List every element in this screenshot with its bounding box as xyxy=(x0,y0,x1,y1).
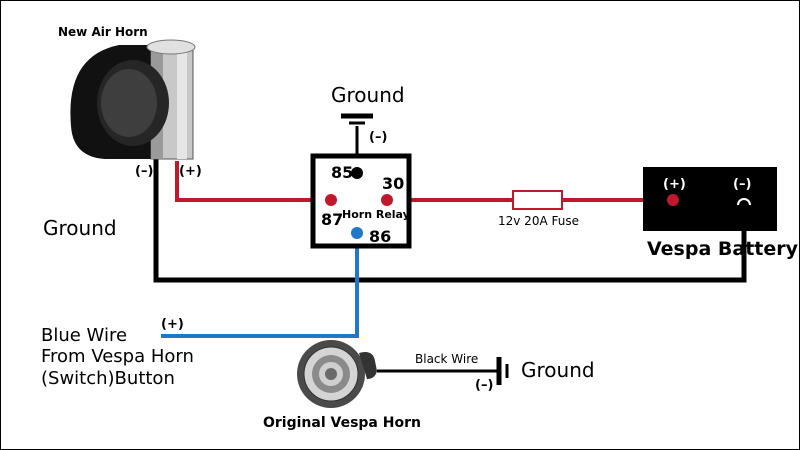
red-wire-horn-to-87 xyxy=(175,161,331,202)
battery-name-label: Vespa Battery xyxy=(647,238,799,260)
blue-wire-label-line1: Blue Wire xyxy=(41,325,127,346)
battery-icon xyxy=(643,167,777,231)
new-air-horn-icon xyxy=(70,39,196,160)
ground-top-symbol-icon xyxy=(341,113,373,125)
fuse-icon xyxy=(512,190,563,210)
ground-bottom-symbol-icon xyxy=(496,357,509,385)
horn-minus-label: (–) xyxy=(135,164,153,179)
relay-name-label: Horn Relay xyxy=(342,208,410,221)
blue-wire xyxy=(161,233,359,338)
relay-85-label: 85 xyxy=(331,163,353,182)
original-horn-icon xyxy=(297,340,377,408)
ground-wire xyxy=(153,156,747,283)
blue-wire-label-line3: (Switch)Button xyxy=(41,368,175,389)
fuse-label: 12v 20A Fuse xyxy=(498,214,579,228)
ground-bottom-label: Ground xyxy=(521,358,595,382)
new-air-horn-label: New Air Horn xyxy=(58,25,148,39)
original-horn-label: Original Vespa Horn xyxy=(263,415,421,431)
ground-left-label: Ground xyxy=(43,216,117,240)
battery-minus-terminal xyxy=(737,198,751,206)
black-wire-label: Black Wire xyxy=(415,352,478,366)
battery-minus-label: (–) xyxy=(733,177,751,192)
blue-wire-plus-label: (+) xyxy=(161,317,184,332)
ground-bottom-minus-label: (–) xyxy=(475,378,493,393)
battery-plus-terminal xyxy=(667,194,679,206)
ground-top-minus-label: (–) xyxy=(369,130,387,145)
relay-87-terminal xyxy=(325,194,337,206)
relay-87-label: 87 xyxy=(321,210,343,229)
horn-plus-label: (+) xyxy=(179,164,202,179)
relay-86-label: 86 xyxy=(369,227,391,246)
relay-86-terminal xyxy=(351,227,363,239)
relay-30-label: 30 xyxy=(382,174,404,193)
battery-plus-label: (+) xyxy=(663,177,686,192)
relay-85-terminal xyxy=(351,167,363,179)
relay-30-terminal xyxy=(381,194,393,206)
ground-top-label: Ground xyxy=(331,83,405,107)
blue-wire-label-line2: From Vespa Horn xyxy=(41,346,194,367)
